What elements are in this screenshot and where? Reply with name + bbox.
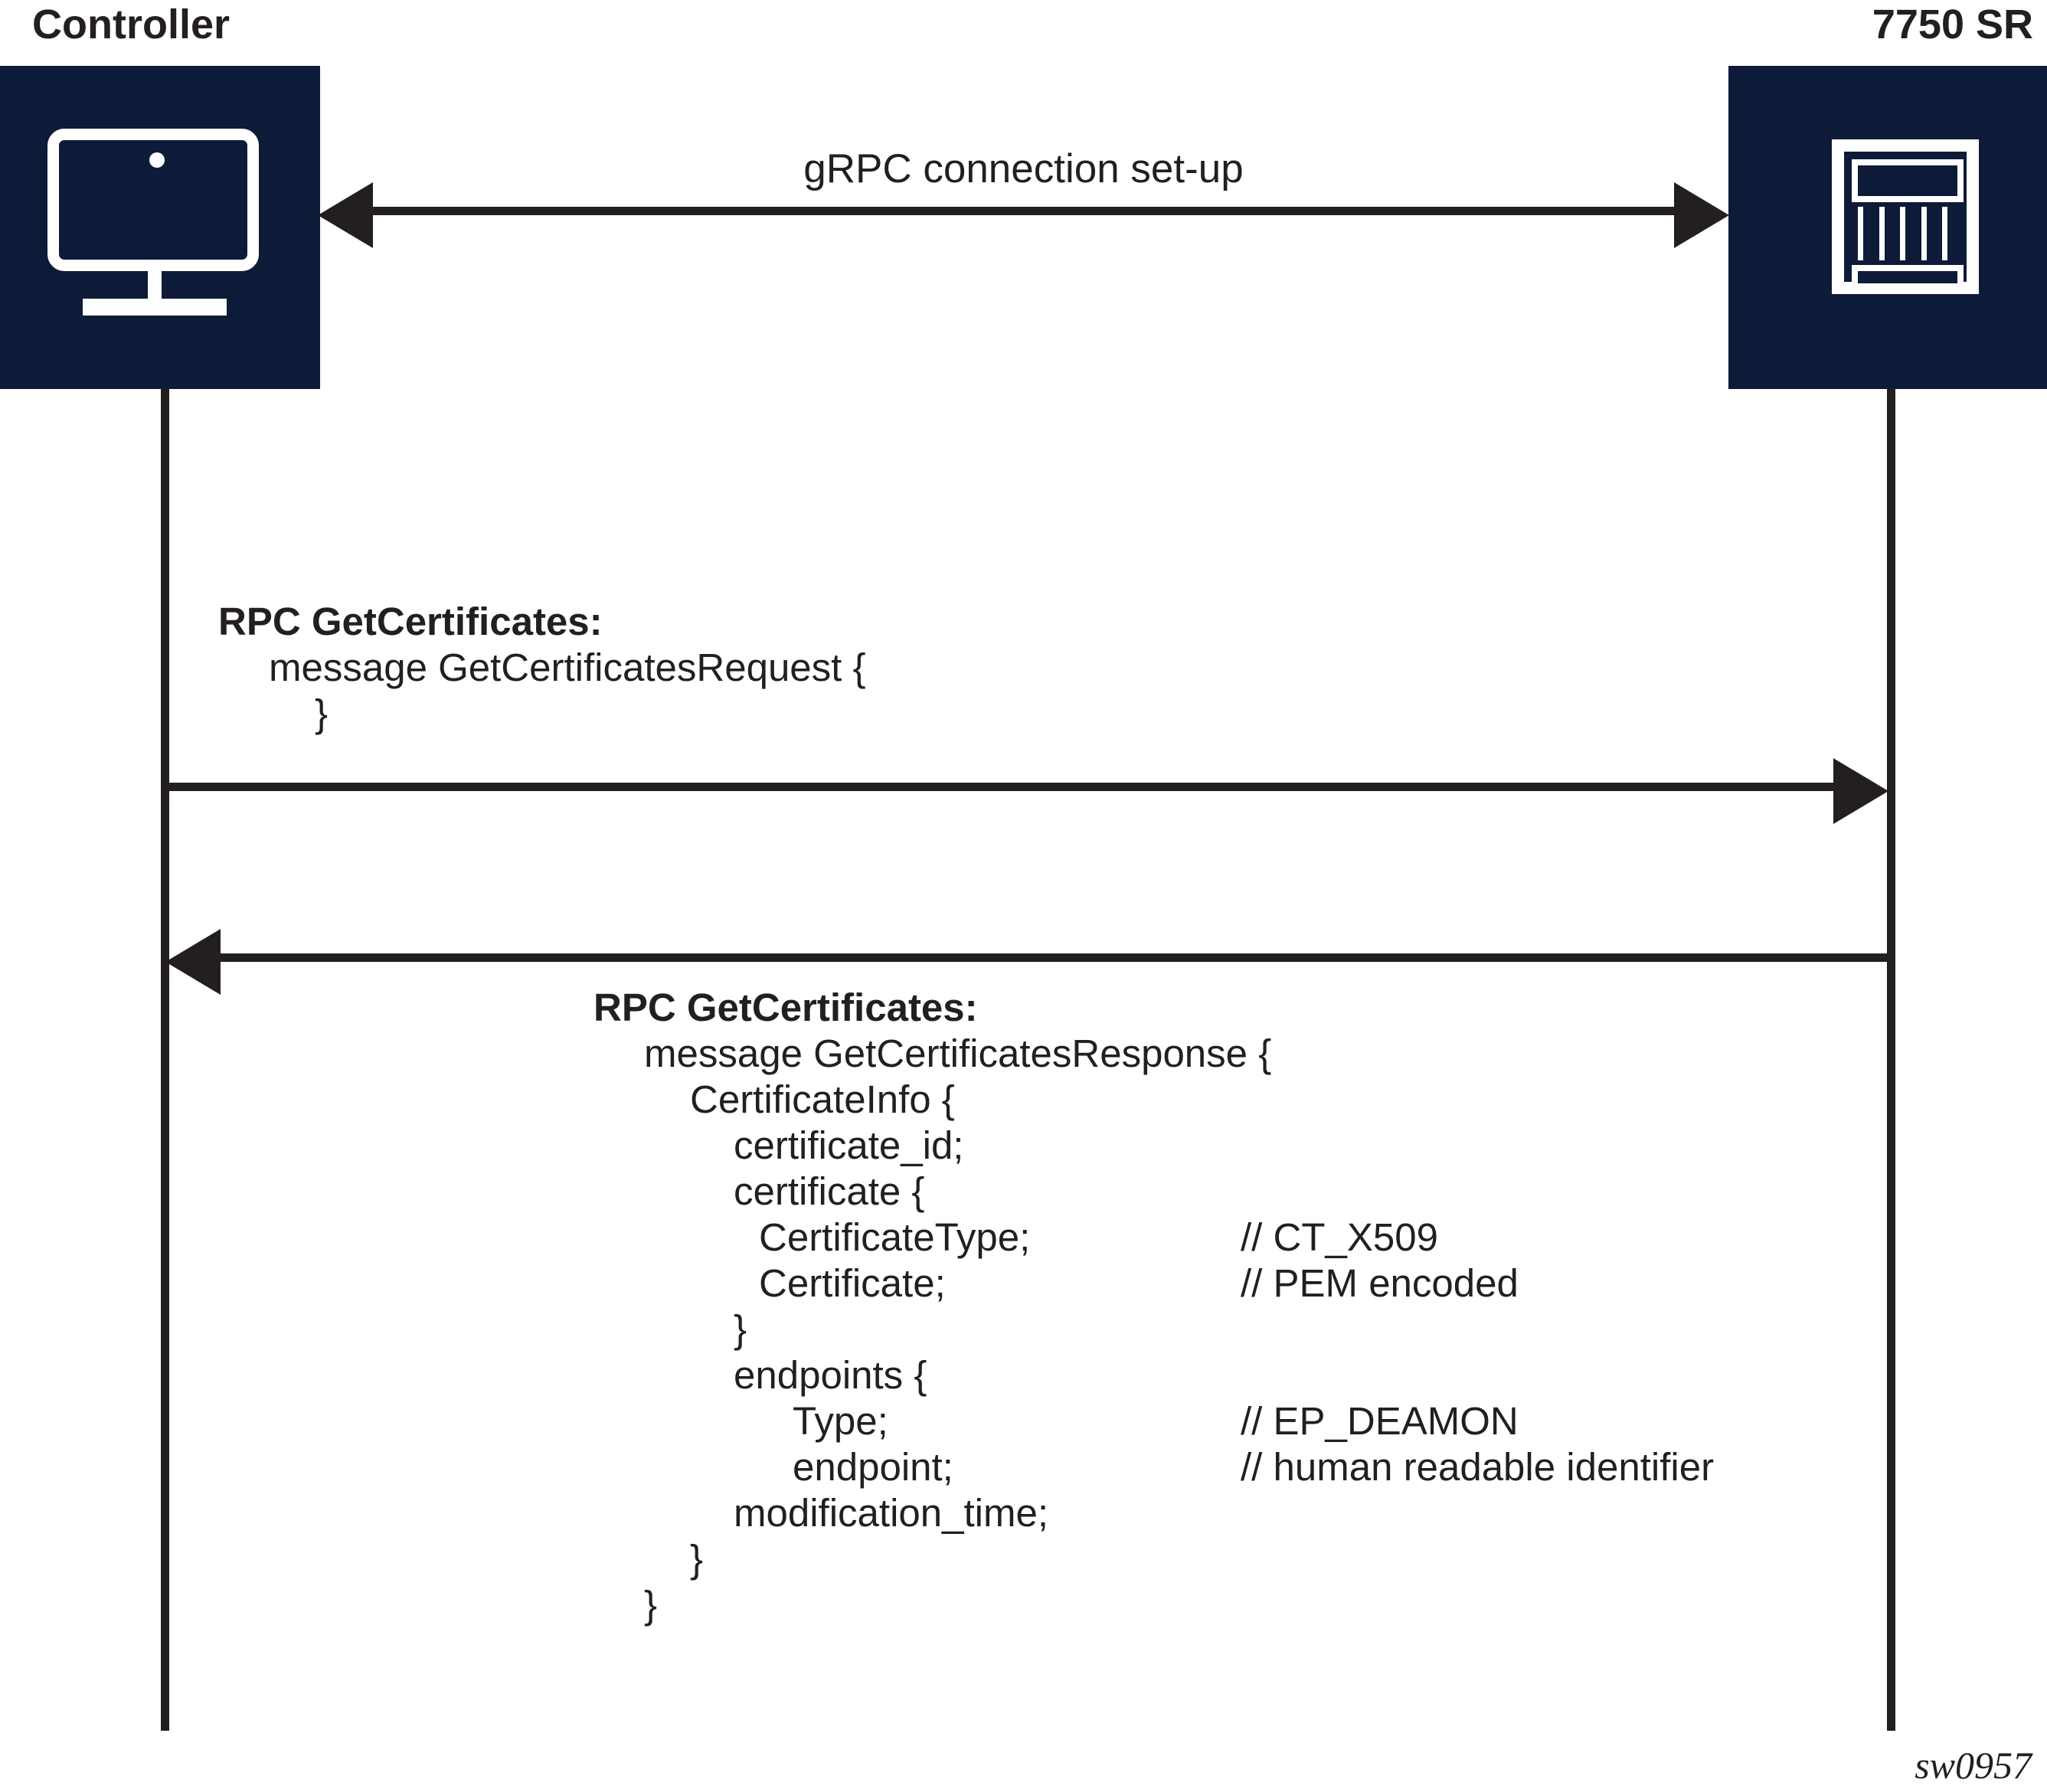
request-code-block: RPC GetCertificates: message GetCertific…: [218, 599, 866, 737]
actor-label-router: 7750 SR: [1872, 2, 2033, 47]
monitor-stand-base: [83, 299, 227, 316]
code-line-comment: // PEM encoded: [1241, 1261, 1519, 1305]
monitor-stand-neck: [148, 271, 162, 303]
code-line-text: modification_time;: [734, 1491, 1049, 1535]
code-line: certificate {: [593, 1169, 1271, 1215]
code-line-text: Type;: [793, 1399, 888, 1443]
code-line-text: }: [734, 1307, 747, 1351]
router-slot: [1858, 207, 1873, 260]
actor-box-controller: [0, 66, 320, 389]
code-line: endpoint; // human readable identifier: [593, 1444, 1714, 1490]
message-line-request: [165, 783, 1836, 791]
code-line: Certificate; // PEM encoded: [593, 1261, 1519, 1306]
code-line-text: Certificate;: [759, 1261, 946, 1305]
code-line: }: [218, 691, 866, 737]
code-line-text: RPC GetCertificates:: [218, 600, 603, 643]
code-line: CertificateInfo {: [593, 1077, 1271, 1123]
code-line: }: [593, 1582, 1271, 1628]
router-slot: [1879, 207, 1895, 260]
code-line: message GetCertificatesRequest {: [218, 645, 866, 691]
code-line-comment: // human readable identifier: [1241, 1445, 1715, 1489]
monitor-indicator-dot: [149, 152, 165, 168]
code-line: message GetCertificatesResponse {: [593, 1031, 1271, 1077]
actor-box-router: [1728, 66, 2047, 389]
code-line-text: }: [315, 692, 329, 735]
router-slot: [1921, 207, 1937, 260]
code-line-text: certificate {: [734, 1169, 925, 1213]
code-line-text: RPC GetCertificates:: [593, 986, 978, 1029]
code-line: RPC GetCertificates:: [218, 599, 866, 645]
actor-label-controller: Controller: [32, 2, 231, 47]
code-line-text: }: [644, 1583, 658, 1627]
message-line-response: [221, 953, 1892, 962]
code-line: endpoints {: [593, 1352, 1271, 1398]
arrowhead-left-icon: [165, 929, 221, 995]
code-line: Type; // EP_DEAMON: [593, 1398, 1519, 1444]
message-line-grpc-setup: [372, 207, 1714, 215]
monitor-icon: [47, 129, 270, 326]
code-line-text: CertificateType;: [759, 1215, 1031, 1259]
code-line: modification_time;: [593, 1490, 1271, 1536]
router-slot: [1942, 207, 1957, 260]
router-chassis-icon: [1832, 139, 1979, 294]
message-label-grpc-setup: gRPC connection set-up: [803, 146, 1244, 191]
code-line-text: message GetCertificatesResponse {: [644, 1032, 1272, 1075]
code-line: }: [593, 1536, 1271, 1582]
router-bottom-panel: [1852, 265, 1964, 289]
code-line: RPC GetCertificates:: [593, 985, 1271, 1031]
arrowhead-right-icon: [1674, 182, 1729, 248]
router-slot: [1900, 207, 1915, 260]
monitor-screen-shape: [47, 129, 259, 271]
arrowhead-right-icon: [1833, 758, 1888, 824]
code-line-text: certificate_id;: [734, 1123, 964, 1167]
code-line-comment: // CT_X509: [1241, 1215, 1438, 1259]
router-top-panel: [1852, 159, 1964, 202]
lifeline-controller: [161, 389, 169, 1731]
code-line-text: }: [690, 1537, 704, 1581]
code-line-text: CertificateInfo {: [690, 1077, 955, 1121]
code-line: CertificateType; // CT_X509: [593, 1215, 1438, 1261]
response-code-block: RPC GetCertificates: message GetCertific…: [593, 985, 1714, 1628]
code-line-text: message GetCertificatesRequest {: [269, 646, 866, 689]
arrowhead-left-icon: [318, 182, 373, 248]
code-line-text: endpoints {: [734, 1353, 927, 1397]
code-line: }: [593, 1306, 1271, 1352]
figure-id-label: sw0957: [1915, 1744, 2032, 1787]
code-line-comment: // EP_DEAMON: [1241, 1399, 1519, 1443]
code-line-text: endpoint;: [793, 1445, 953, 1489]
router-card-slots: [1852, 207, 1964, 260]
lifeline-router: [1887, 389, 1895, 1731]
code-line: certificate_id;: [593, 1123, 1271, 1169]
